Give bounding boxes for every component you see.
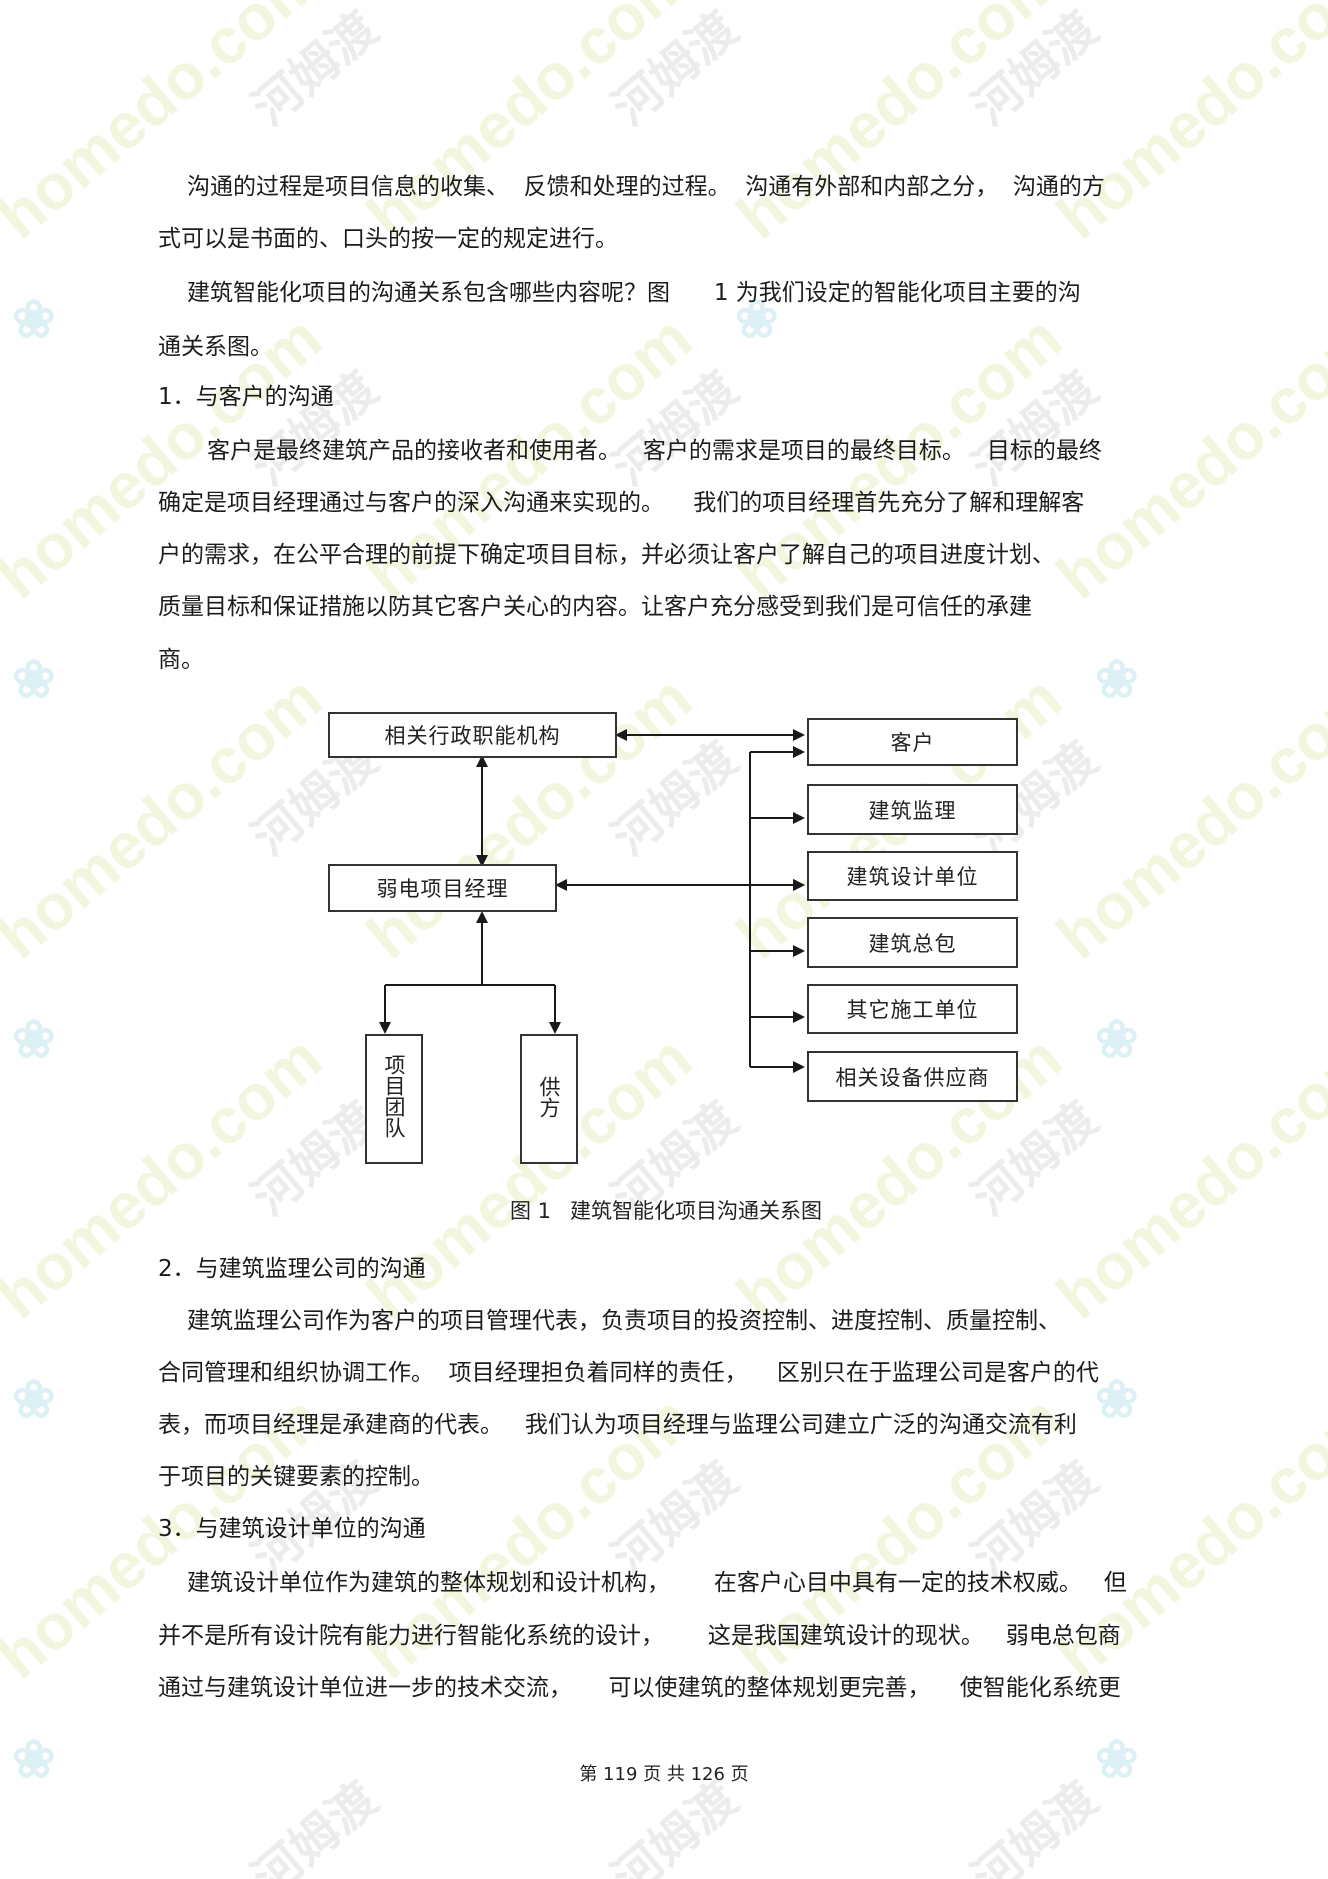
figure-caption-number: 图 1	[510, 1199, 552, 1223]
box-supplier: 供方	[520, 1034, 578, 1164]
page-footer: 第 119 页 共 126 页	[579, 1764, 749, 1785]
figure-caption-text: 建筑智能化项目沟通关系图	[570, 1199, 822, 1223]
paragraph-line: 通关系图。	[158, 334, 273, 360]
box-equipment-suppliers: 相关设备供应商	[807, 1051, 1018, 1102]
box-supervision: 建筑监理	[807, 784, 1018, 835]
paragraph-line: 质量目标和保证措施以防其它客户关心的内容。让客户充分感受到我们是可信任的承建	[158, 594, 1032, 620]
paragraph-line: 建筑设计单位作为建筑的整体规划和设计机构， 在客户心目中具有一定的技术权威。 但	[187, 1570, 1127, 1596]
box-project-manager: 弱电项目经理	[328, 864, 557, 912]
paragraph-line: 通过与建筑设计单位进一步的技术交流， 可以使建筑的整体规划更完善， 使智能化系统…	[158, 1675, 1121, 1701]
paragraph-line: 确定是项目经理通过与客户的深入沟通来实现的。 我们的项目经理首先充分了解和理解客	[158, 490, 1085, 516]
box-admin-agencies: 相关行政职能机构	[328, 712, 617, 758]
paragraph-line: 并不是所有设计院有能力进行智能化系统的设计， 这是我国建筑设计的现状。 弱电总包…	[158, 1623, 1121, 1649]
section-heading: 2．与建筑监理公司的沟通	[158, 1256, 426, 1282]
paragraph-line: 建筑智能化项目的沟通关系包含哪些内容呢？图 1 为我们设定的智能化项目主要的沟	[187, 280, 1081, 306]
box-design-unit: 建筑设计单位	[807, 851, 1018, 901]
box-project-team: 项目团队	[365, 1034, 423, 1164]
paragraph-line: 商。	[158, 647, 204, 673]
communication-diagram: 相关行政职能机构 弱电项目经理 项目团队 供方 客户 建筑监理 建筑设计单位 建…	[320, 695, 1050, 1223]
paragraph-line: 合同管理和组织协调工作。 项目经理担负着同样的责任， 区别只在于监理公司是客户的…	[158, 1360, 1099, 1386]
section-heading: 3．与建筑设计单位的沟通	[158, 1516, 426, 1542]
paragraph-line: 表，而项目经理是承建商的代表。 我们认为项目经理与监理公司建立广泛的沟通交流有利	[158, 1412, 1077, 1438]
section-heading: 1．与客户的沟通	[158, 384, 334, 410]
paragraph-line: 于项目的关键要素的控制。	[158, 1464, 434, 1490]
box-customer: 客户	[807, 718, 1018, 766]
box-general-contractor: 建筑总包	[807, 917, 1018, 968]
box-other-contractors: 其它施工单位	[807, 984, 1018, 1034]
paragraph-line: 式可以是书面的、口头的按一定的规定进行。	[158, 226, 618, 252]
paragraph-line: 沟通的过程是项目信息的收集、 反馈和处理的过程。 沟通有外部和内部之分， 沟通的…	[187, 174, 1105, 200]
paragraph-line: 建筑监理公司作为客户的项目管理代表，负责项目的投资控制、进度控制、质量控制、	[187, 1308, 1061, 1334]
paragraph-line: 户的需求，在公平合理的前提下确定项目目标，并必须让客户了解自己的项目进度计划、	[158, 542, 1055, 568]
diagram-connectors	[379, 729, 805, 1073]
paragraph-line: 客户是最终建筑产品的接收者和使用者。 客户的需求是项目的最终目标。 目标的最终	[207, 438, 1102, 464]
